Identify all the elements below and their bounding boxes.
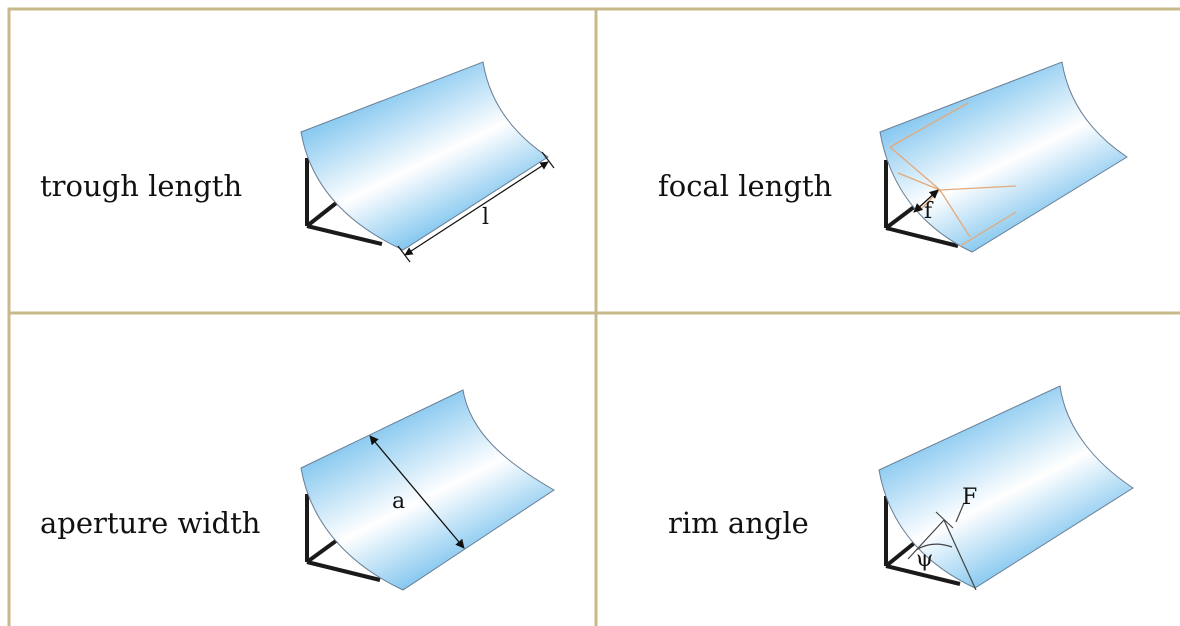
panel-grid (7, 7, 1180, 626)
aperture-dimension (369, 435, 465, 549)
aperture-symbol: a (392, 489, 405, 514)
focal-symbol: f (924, 199, 934, 224)
rim-angle-symbol: ψ (916, 547, 933, 572)
focal-dimension (913, 189, 939, 213)
panel-label: focal length (658, 169, 832, 203)
panel-trough-length: trough length l (40, 61, 555, 263)
trough-surface (878, 385, 1134, 589)
rim-angle-lines (907, 502, 977, 591)
panel-label: rim angle (668, 506, 809, 540)
panel-rim-angle: rim angle F ψ (668, 385, 1134, 591)
trough-surface (300, 389, 555, 591)
length-dimension (397, 151, 555, 263)
support-frame (305, 158, 383, 246)
length-symbol: l (482, 205, 489, 230)
panel-focal-length: focal length f (658, 61, 1128, 253)
trough-surface (300, 61, 549, 251)
panel-label: trough length (40, 169, 242, 203)
support-frame (305, 494, 381, 582)
panel-aperture-width: aperture width a (40, 389, 555, 591)
focus-symbol: F (962, 485, 977, 510)
panel-label: aperture width (40, 506, 260, 540)
trough-surface (879, 61, 1128, 253)
support-frame (884, 496, 961, 586)
support-frame (884, 160, 959, 248)
